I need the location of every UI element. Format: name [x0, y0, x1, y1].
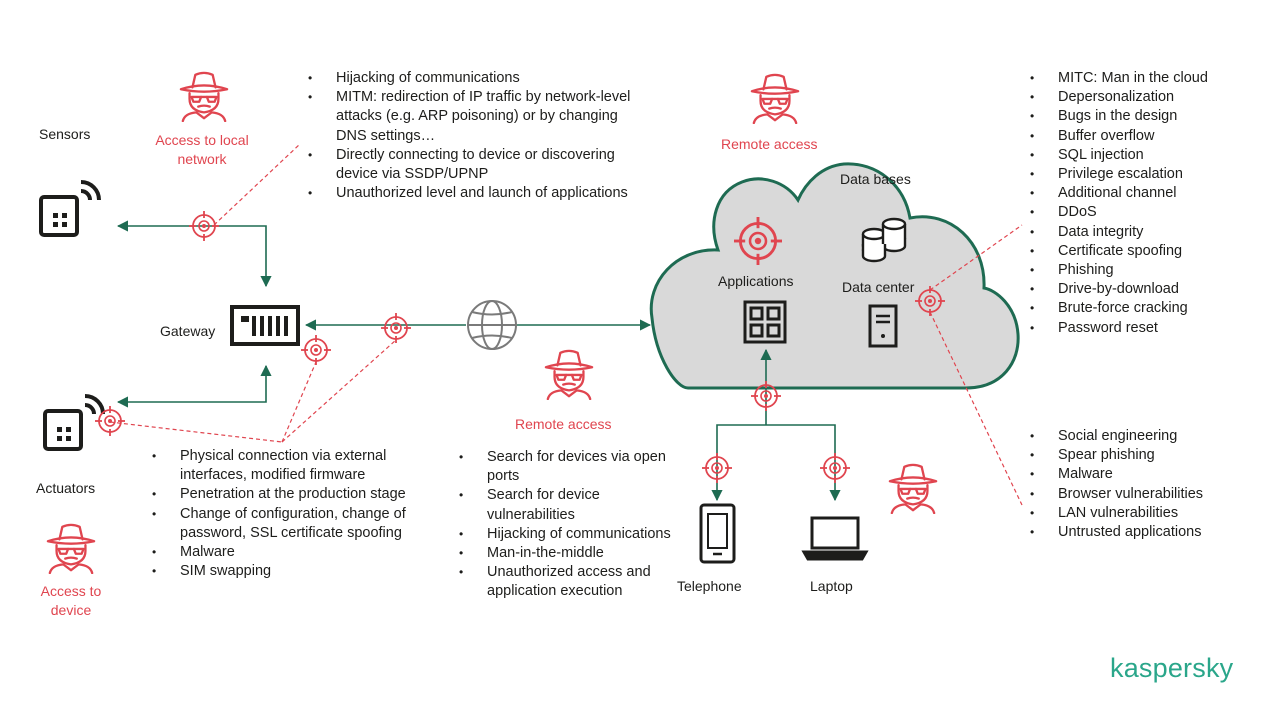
list-item: Change of configuration, change of passw… [150, 505, 412, 543]
laptop-icon [801, 516, 869, 561]
applications-label: Applications [718, 273, 794, 289]
list-item: Directly connecting to device or discove… [306, 146, 646, 184]
device-threat-list: Physical connection via external interfa… [150, 447, 412, 582]
target-icon [381, 313, 411, 343]
list-item: Additional channel [1028, 184, 1268, 203]
list-item: Social engineering [1028, 427, 1268, 446]
list-item: Spear phishing [1028, 446, 1268, 465]
target-icon [95, 406, 125, 436]
actuator-link [116, 364, 272, 408]
list-item: LAN vulnerabilities [1028, 504, 1268, 523]
list-item: Unauthorized access and application exec… [457, 563, 671, 601]
list-item: Browser vulnerabilities [1028, 485, 1268, 504]
hacker-icon-device [46, 523, 96, 574]
list-item: Untrusted applications [1028, 523, 1268, 542]
telephone-label: Telephone [677, 578, 742, 594]
pointer-device-2 [281, 361, 317, 443]
local-network-threat-list: Hijacking of communications MITM: redire… [306, 69, 646, 204]
hacker-icon-endpoints [888, 463, 938, 514]
list-item: Malware [1028, 465, 1268, 484]
endpoint-split [711, 424, 841, 502]
list-item: Search for device vulnerabilities [457, 486, 671, 524]
list-item: SQL injection [1028, 146, 1268, 165]
list-item: SIM swapping [150, 562, 412, 581]
server-icon [868, 304, 898, 348]
pointer-device-3 [281, 339, 397, 443]
list-item: MITC: Man in the cloud [1028, 69, 1268, 88]
list-item: Man-in-the-middle [457, 544, 671, 563]
list-item: Data integrity [1028, 223, 1268, 242]
hacker-icon-cloud [750, 73, 800, 124]
list-item: Search for devices via open ports [457, 448, 671, 486]
applications-icon [743, 300, 787, 344]
list-item: Bugs in the design [1028, 107, 1268, 126]
actuator-icon [45, 396, 103, 449]
target-icon [189, 211, 219, 241]
access-device-label: Access to device [40, 583, 102, 618]
list-item: Drive-by-download [1028, 280, 1268, 299]
list-item: Certificate spoofing [1028, 242, 1268, 261]
remote-access-cloud-label: Remote access [721, 136, 818, 152]
list-item: Hijacking of communications [457, 525, 671, 544]
list-item: Brute-force cracking [1028, 299, 1268, 318]
target-icon [301, 335, 331, 365]
list-item: Malware [150, 543, 412, 562]
kaspersky-logo: kaspersky [1110, 653, 1234, 683]
list-item: Buffer overflow [1028, 127, 1268, 146]
pointer-local-network [213, 143, 301, 226]
hacker-icon-remote [544, 349, 594, 400]
globe-icon [467, 300, 517, 350]
list-item: Penetration at the production stage [150, 485, 412, 504]
phone-icon [699, 503, 736, 564]
access-local-network-label: Access to local network [155, 132, 249, 167]
remote-access-label: Remote access [515, 416, 612, 432]
hacker-icon-local [179, 71, 229, 122]
pointer-device-1 [109, 421, 283, 443]
database-icon [861, 217, 907, 263]
actuators-label: Actuators [36, 480, 96, 496]
data-center-label: Data center [842, 279, 915, 295]
pointer-cloud [929, 224, 1023, 291]
sensor-icon [41, 182, 99, 235]
list-item: DDoS [1028, 203, 1268, 222]
pointer-endpoints [929, 311, 1023, 506]
sensor-link [116, 220, 272, 288]
endpoint-threat-list: Social engineering Spear phishing Malwar… [1028, 427, 1268, 542]
list-item: Hijacking of communications [306, 69, 646, 88]
cloud-threat-list: MITC: Man in the cloud Depersonalization… [1028, 69, 1268, 338]
target-icon [702, 453, 732, 483]
list-item: Password reset [1028, 319, 1268, 338]
list-item: Unauthorized level and launch of applica… [306, 184, 646, 203]
list-item: Physical connection via external interfa… [150, 447, 412, 485]
remote-threat-list: Search for devices via open ports Search… [457, 448, 671, 602]
list-item: MITM: redirection of IP traffic by netwo… [306, 88, 646, 146]
target-icon [820, 453, 850, 483]
sensors-label: Sensors [39, 126, 91, 142]
cloud-shape [649, 162, 1020, 390]
list-item: Privilege escalation [1028, 165, 1268, 184]
gateway-icon [230, 305, 300, 346]
laptop-label: Laptop [810, 578, 853, 594]
gateway-label: Gateway [160, 323, 216, 339]
list-item: Depersonalization [1028, 88, 1268, 107]
data-bases-label: Data bases [840, 171, 911, 187]
list-item: Phishing [1028, 261, 1268, 280]
